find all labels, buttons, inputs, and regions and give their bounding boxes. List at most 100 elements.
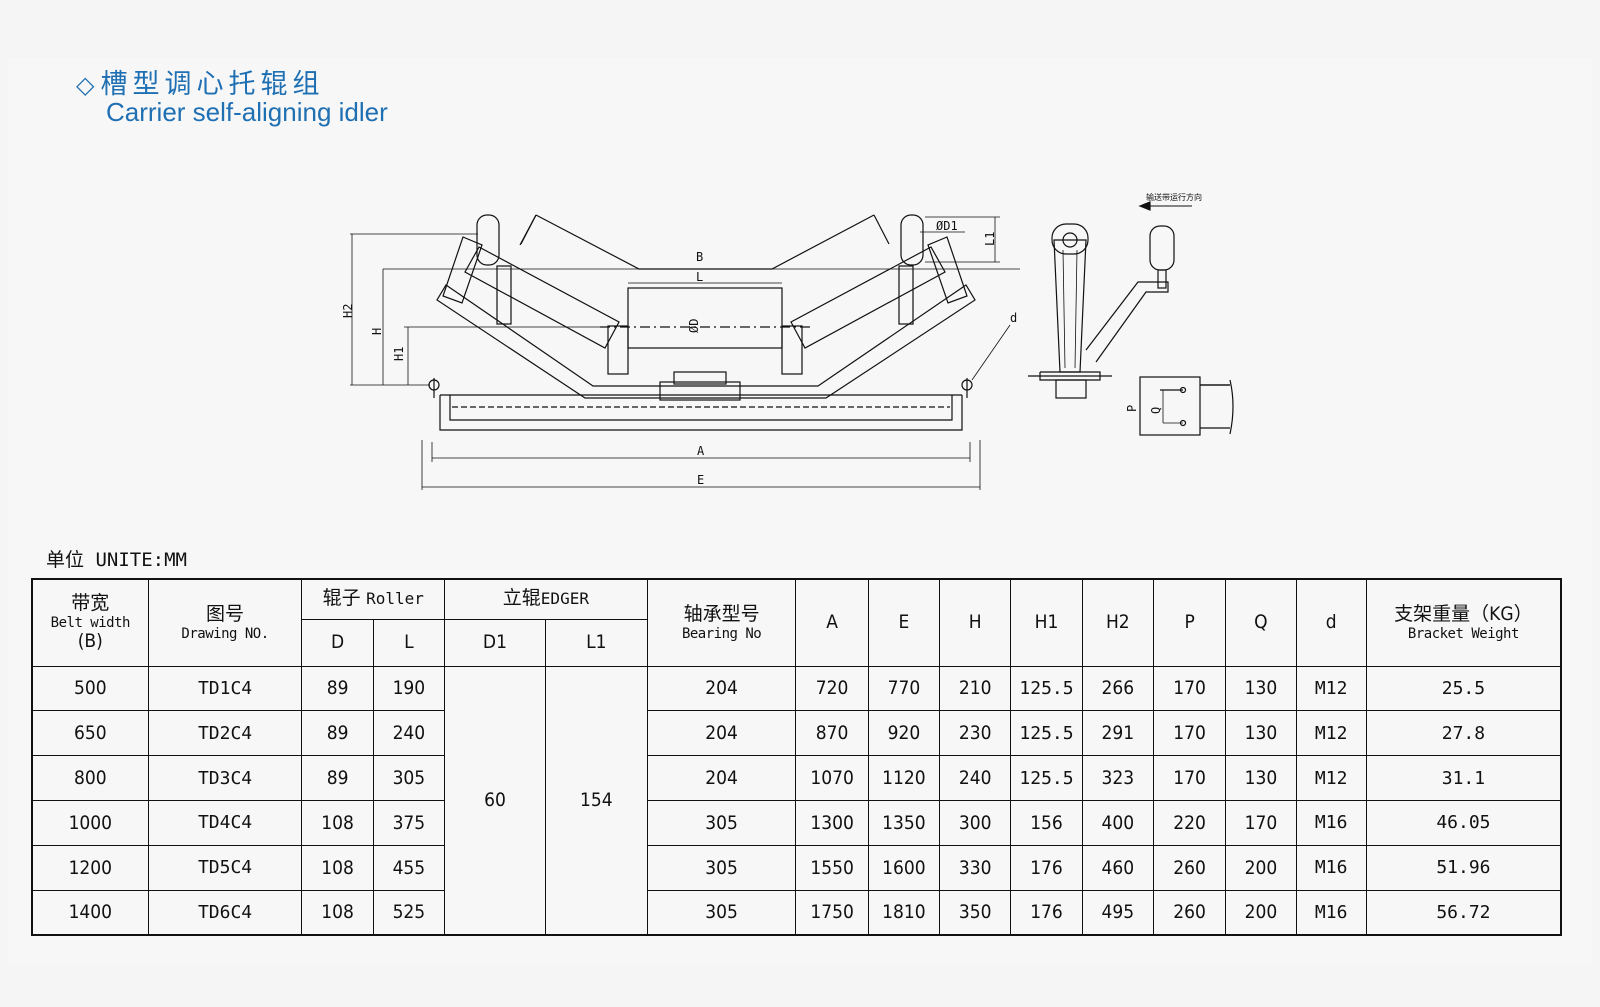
cell-D: 89 <box>301 665 374 712</box>
table-row: 1200 TD5C4 108 455 305 1550 1600 330 176… <box>31 844 1562 891</box>
belt-right-edge <box>873 214 890 245</box>
label-B: B <box>696 250 703 264</box>
cell-H1: 125.5 <box>1010 665 1083 712</box>
cell-weight: 31.1 <box>1365 755 1562 801</box>
th-H2: H2 <box>1081 578 1154 667</box>
bottom-beam <box>439 395 963 431</box>
th-belt-width-en: Belt width <box>50 614 131 631</box>
pivot-top <box>673 371 727 385</box>
cell-belt-width: 1400 <box>31 889 149 936</box>
cell-H: 210 <box>939 665 1012 712</box>
cell-edger-L1: 154 <box>544 665 648 936</box>
cell-H: 350 <box>939 889 1012 936</box>
trough-frame <box>436 284 976 399</box>
label-D1: ØD1 <box>936 219 958 233</box>
cell-A: 870 <box>795 710 869 757</box>
center-roller-bracket-left <box>607 325 629 375</box>
cell-A: 1300 <box>795 799 869 846</box>
cell-E: 1810 <box>867 889 941 936</box>
cell-Q: 170 <box>1225 799 1297 846</box>
cell-H: 300 <box>939 799 1012 846</box>
cell-bearing: 204 <box>646 665 797 712</box>
table-row: 1000 TD4C4 108 375 305 1300 1350 300 156… <box>31 799 1562 846</box>
cell-L: 455 <box>372 844 446 891</box>
left-edger-roller <box>442 236 483 304</box>
cell-L: 525 <box>372 889 446 936</box>
cell-Q: 130 <box>1225 665 1297 712</box>
cell-L: 305 <box>372 755 446 801</box>
cell-Q: 200 <box>1225 844 1297 891</box>
table-header-row: 带宽 Belt width (B) 图号 Drawing NO. 辊子 Roll… <box>31 578 1562 667</box>
detail-plate <box>1139 376 1201 436</box>
side-arm <box>1085 281 1169 363</box>
cell-L: 240 <box>372 710 446 757</box>
direction-arrow-head-icon <box>1138 201 1151 211</box>
th-E: E <box>867 578 941 667</box>
side-edger-roller <box>1149 225 1175 271</box>
th-L1: L1 <box>544 618 648 667</box>
title-chinese-text: 槽型调心托辊组 <box>100 69 325 100</box>
belt-outline <box>535 214 875 270</box>
th-roller: 辊子 Roller <box>301 578 446 620</box>
cell-weight: 46.05 <box>1365 799 1562 846</box>
cell-belt-width: 500 <box>31 665 149 712</box>
cell-H2: 495 <box>1081 889 1154 936</box>
label-H2: H2 <box>341 304 355 318</box>
cell-E: 920 <box>867 710 941 757</box>
side-bracket-inner-left <box>1062 249 1066 369</box>
cell-bearing: 305 <box>646 889 797 936</box>
label-L1: L1 <box>983 232 997 246</box>
cell-H: 330 <box>939 844 1012 891</box>
cell-drawing-no: TD5C4 <box>147 844 303 891</box>
th-bearing: 轴承型号 Bearing No <box>646 578 797 667</box>
cell-Q: 130 <box>1225 710 1297 757</box>
cell-drawing-no: TD4C4 <box>147 799 303 846</box>
label-E: E <box>697 473 704 487</box>
direction-label: 输送带运行方向 <box>1146 192 1202 202</box>
diamond-icon: ◇ <box>76 71 95 99</box>
side-roller-top <box>1051 223 1089 255</box>
specification-table: 带宽 Belt width (B) 图号 Drawing NO. 辊子 Roll… <box>31 578 1562 936</box>
side-pivot <box>1055 379 1087 399</box>
right-wing-roller <box>790 246 946 349</box>
cell-H: 240 <box>939 755 1012 801</box>
cell-belt-width: 800 <box>31 755 149 801</box>
cell-P: 170 <box>1152 755 1227 801</box>
label-D: ØD <box>687 319 701 333</box>
title-english: Carrier self-aligning idler <box>106 97 388 127</box>
cell-belt-width: 650 <box>31 710 149 757</box>
th-edger: 立辊EDGER <box>444 578 648 620</box>
cell-A: 1550 <box>795 844 869 891</box>
cell-bearing: 305 <box>646 799 797 846</box>
center-roller-bracket-right <box>781 325 803 375</box>
th-D1: D1 <box>444 618 546 667</box>
th-weight: 支架重量（KG） Bracket Weight <box>1365 578 1562 667</box>
cell-D: 89 <box>301 755 374 801</box>
center-roller <box>627 287 783 349</box>
cell-bearing: 204 <box>646 755 797 801</box>
side-edger-stem <box>1157 269 1167 289</box>
left-wing-roller <box>464 246 620 349</box>
cell-E: 1600 <box>867 844 941 891</box>
cell-belt-width: 1000 <box>31 799 149 846</box>
th-D: D <box>301 618 374 667</box>
cell-d: M16 <box>1295 889 1367 936</box>
cell-P: 170 <box>1152 665 1227 712</box>
table-row: 500 TD1C4 89 190 60 154 204 720 770 210 … <box>31 665 1562 936</box>
table-row: 800 TD3C4 89 305 204 1070 1120 240 125.5… <box>31 755 1562 801</box>
cell-D: 108 <box>301 889 374 936</box>
cell-weight: 25.5 <box>1365 665 1562 712</box>
label-A: A <box>697 444 705 458</box>
cell-d: M16 <box>1295 844 1367 891</box>
th-bearing-cn: 轴承型号 <box>683 602 760 625</box>
th-belt-width-sym: (B) <box>77 629 103 652</box>
table-row: 650 TD2C4 89 240 204 870 920 230 125.5 2… <box>31 710 1562 757</box>
th-H: H <box>939 578 1012 667</box>
cell-H1: 176 <box>1010 889 1083 936</box>
cell-H2: 266 <box>1081 665 1154 712</box>
cell-H: 230 <box>939 710 1012 757</box>
th-edger-cn: 立辊 <box>502 587 541 610</box>
cell-L: 375 <box>372 799 446 846</box>
side-bracket-inner-right <box>1074 249 1078 369</box>
cell-drawing-no: TD6C4 <box>147 889 303 936</box>
